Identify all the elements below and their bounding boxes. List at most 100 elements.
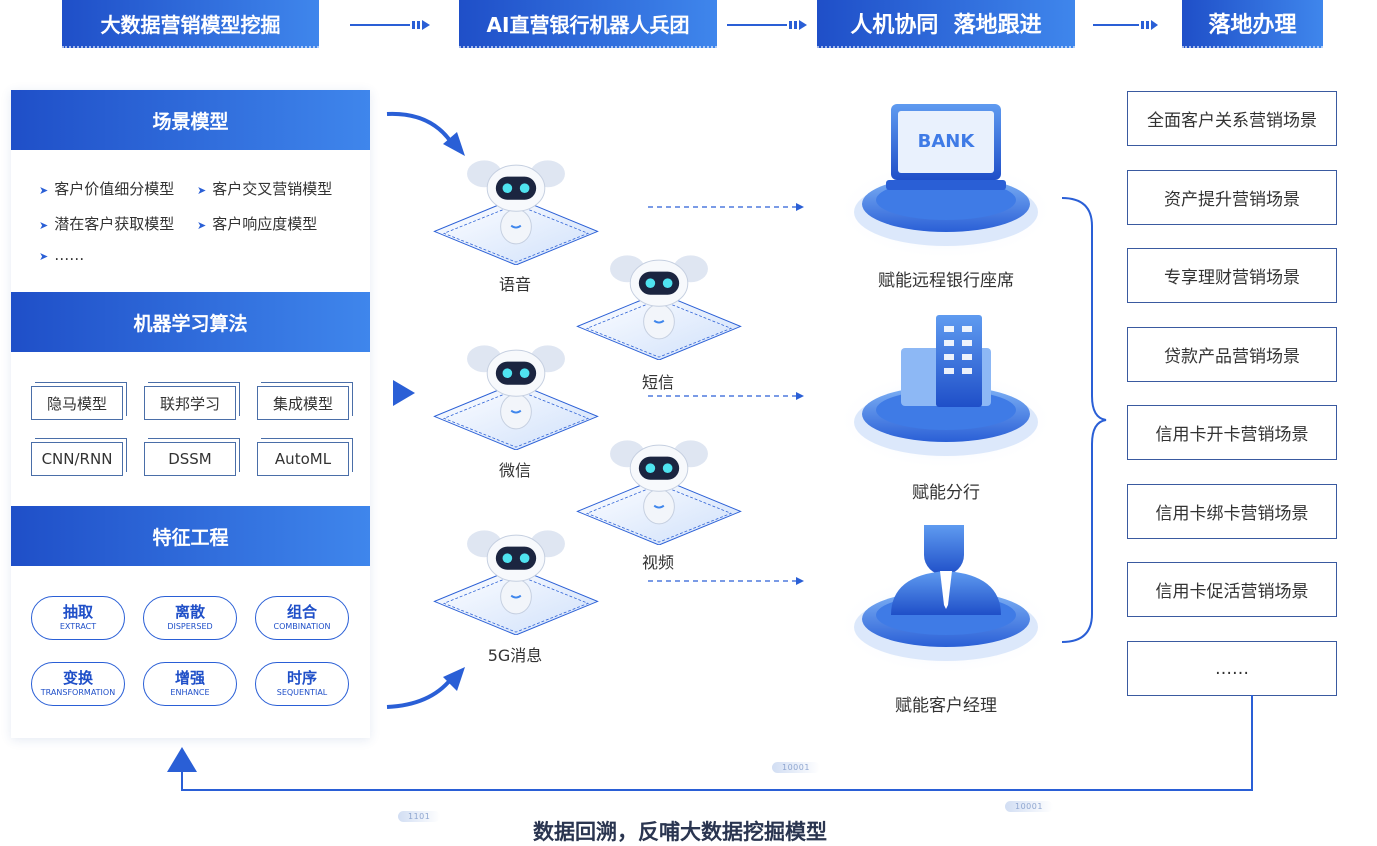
banner-human-machine: 人机协同 落地跟进 — [817, 0, 1075, 48]
triangle-icon: ➤ — [39, 250, 49, 263]
triangle-icon: ➤ — [197, 184, 207, 197]
binary-tag: 1101 — [398, 811, 441, 822]
scene-box: 信用卡绑卡营销场景 — [1127, 484, 1337, 539]
feature-en: TRANSFORMATION — [40, 688, 116, 697]
banner-label: 大数据营销模型挖掘 — [100, 12, 281, 37]
algo-tag: DSSM — [144, 442, 236, 476]
channel-label: 视频 — [641, 553, 674, 572]
triangle-icon: ➤ — [197, 219, 207, 232]
section-title: 机器学习算法 — [133, 312, 248, 335]
brace-connector-icon — [1061, 197, 1107, 643]
scene-label: 信用卡促活营销场景 — [1155, 582, 1309, 602]
banner-label: AI直营银行机器人兵团 — [486, 12, 690, 37]
ml-algorithm-header: 机器学习算法 — [11, 292, 370, 352]
feature-cn: 时序 — [286, 669, 317, 687]
triangle-icon: ➤ — [39, 184, 49, 197]
platform-label: 赋能分行 — [912, 483, 980, 503]
channel-label: 语音 — [498, 275, 531, 294]
scene-label: 贷款产品营销场景 — [1164, 347, 1300, 367]
bullet-item: ➤ …… — [39, 246, 84, 264]
platform-label: 赋能远程银行座席 — [878, 271, 1014, 291]
model-panel: 场景模型 ➤ 客户价值细分模型 ➤ 客户交叉营销模型 ➤ 潜在客户获取模型 ➤ 客户响应… — [11, 90, 370, 738]
algo-label: 隐马模型 — [46, 394, 107, 413]
algo-label: CNN/RNN — [41, 450, 113, 468]
section-title: 特征工程 — [152, 526, 229, 549]
banner-robot-army: AI直营银行机器人兵团 — [459, 0, 717, 48]
robot-5g-icon — [433, 529, 599, 635]
algo-tag: 集成模型 — [257, 386, 349, 420]
triangle-icon: ➤ — [39, 219, 49, 232]
scene-box: 专享理财营销场景 — [1127, 248, 1337, 303]
curved-arrow-up-icon — [386, 667, 465, 709]
bank-screen-text: BANK — [918, 131, 976, 152]
binary-tag: 10001 — [772, 762, 820, 773]
platform-label: 赋能客户经理 — [895, 696, 997, 716]
banner-label: 落地办理 — [1208, 13, 1297, 38]
feature-en: SEQUENTIAL — [276, 688, 328, 697]
feature-en: DISPERSED — [167, 622, 213, 631]
channel-label: 短信 — [641, 373, 674, 392]
scene-label: 信用卡开卡营销场景 — [1155, 425, 1309, 445]
bullet-text: 客户响应度模型 — [212, 215, 318, 233]
feedback-caption: 数据回溯，反哺大数据挖掘模型 — [533, 820, 827, 844]
bullet-text: …… — [54, 246, 85, 264]
algo-label: DSSM — [168, 450, 212, 468]
algo-tag: 隐马模型 — [31, 386, 123, 420]
banner-handling: 落地办理 — [1182, 0, 1323, 48]
scene-box: 信用卡开卡营销场景 — [1127, 405, 1337, 460]
flow-arrow-icon — [350, 20, 430, 30]
scene-box: 全面客户关系营销场景 — [1127, 91, 1337, 146]
dashed-arrow-icon — [648, 203, 804, 211]
scene-label: 全面客户关系营销场景 — [1147, 111, 1317, 131]
feature-en: EXTRACT — [59, 622, 97, 631]
bullet-item: ➤ 客户响应度模型 — [197, 213, 317, 234]
remote-bank-platform: BANK — [836, 104, 1056, 260]
branch-platform — [836, 315, 1056, 470]
feature-cn: 抽取 — [62, 603, 93, 621]
banner-label: 人机协同 落地跟进 — [850, 13, 1042, 38]
feature-cn: 变换 — [62, 669, 93, 687]
feature-cn: 增强 — [174, 669, 205, 687]
section-title: 场景模型 — [152, 110, 229, 133]
dashed-arrow-icon — [648, 392, 804, 400]
bullet-text: 客户交叉营销模型 — [212, 180, 333, 198]
flow-arrow-icon — [1093, 20, 1158, 30]
dashed-arrow-icon — [648, 577, 804, 585]
flow-arrow-icon — [727, 20, 807, 30]
bullet-item: ➤ 客户价值细分模型 — [39, 178, 174, 199]
pointer-triangle-icon — [393, 380, 415, 406]
binary-tag: 10001 — [1005, 801, 1053, 812]
scene-label: 专享理财营销场景 — [1164, 268, 1300, 288]
feature-cn: 离散 — [174, 603, 205, 621]
channel-label: 5G消息 — [487, 646, 543, 665]
scene-model-header: 场景模型 — [11, 90, 370, 150]
bullet-text: 潜在客户获取模型 — [54, 215, 175, 233]
curved-arrow-down-icon — [386, 111, 465, 156]
scene-label: 资产提升营销场景 — [1164, 190, 1300, 210]
channel-label: 微信 — [498, 461, 531, 480]
algo-label: 联邦学习 — [159, 394, 220, 413]
scene-box: 信用卡促活营销场景 — [1127, 562, 1337, 617]
banner-data-mining: 大数据营销模型挖掘 — [62, 0, 319, 48]
algo-tag: AutoML — [257, 442, 349, 476]
bullet-item: ➤ 潜在客户获取模型 — [39, 213, 174, 234]
account-manager-platform — [836, 525, 1056, 675]
scene-label: 信用卡绑卡营销场景 — [1155, 504, 1309, 524]
feature-en: ENHANCE — [170, 688, 210, 697]
feature-engineering-header: 特征工程 — [11, 506, 370, 566]
feature-en: COMBINATION — [273, 622, 331, 631]
scene-box: …… — [1127, 641, 1337, 696]
algo-label: AutoML — [274, 450, 332, 468]
algo-tag: 联邦学习 — [144, 386, 236, 420]
feedback-loop-arrow-icon — [167, 695, 1253, 791]
scene-label: …… — [1215, 658, 1249, 679]
bullet-item: ➤ 客户交叉营销模型 — [197, 178, 332, 199]
bullet-text: 客户价值细分模型 — [54, 180, 175, 198]
scene-box: 贷款产品营销场景 — [1127, 327, 1337, 382]
